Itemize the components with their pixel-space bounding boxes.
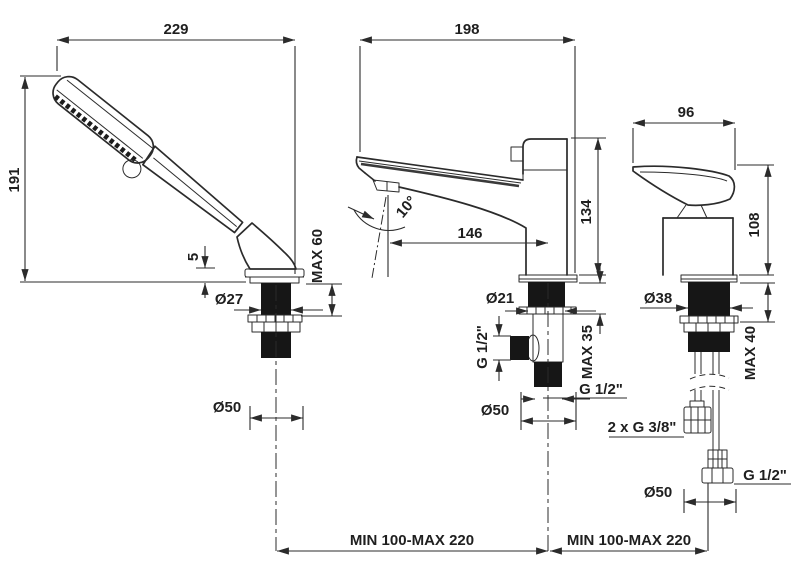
spout-tip — [355, 156, 366, 174]
handle-washer — [679, 315, 739, 324]
dim-label-108: 108 — [746, 212, 763, 237]
side-port — [510, 336, 529, 360]
dim-label-134: 134 — [578, 199, 595, 225]
dim-spacing-shower-spout: MIN 100-MAX 220 — [276, 532, 549, 555]
dim-stream-angle: 10° — [347, 193, 421, 279]
handle-deck-flange — [680, 274, 738, 283]
spout-body — [355, 138, 568, 276]
dim-label-max35: MAX 35 — [579, 325, 596, 379]
dim-label-d50-middle: Ø50 — [481, 402, 509, 419]
hose-break-symbol — [689, 373, 730, 380]
dim-label-5: 5 — [185, 253, 202, 261]
dim-label-max60: MAX 60 — [309, 229, 326, 283]
dim-side-port-thread: G 1/2" — [474, 316, 511, 381]
dim-label-198: 198 — [454, 21, 479, 38]
dim-outlet-reach: 146 — [387, 195, 549, 277]
hand-shower-view: 229 191 — [6, 21, 342, 551]
spout-blade-top — [356, 156, 524, 181]
handle-shank — [688, 332, 730, 352]
dim-label-min-max-2: MIN 100-MAX 220 — [567, 532, 691, 549]
dim-label-max40: MAX 40 — [742, 326, 759, 380]
dim-label-g12-side: G 1/2" — [474, 325, 491, 369]
dim-spout-width: 198 — [359, 21, 576, 273]
dim-shank-thread: G 1/2" — [520, 381, 627, 430]
spout-view: 198 — [347, 21, 627, 551]
dim-label-10deg: 10° — [393, 193, 421, 221]
dim-shaft-dia-38: Ø38 — [640, 290, 753, 312]
shower-head — [52, 75, 155, 164]
dim-label-2xg38: 2 x G 3/8" — [608, 419, 677, 436]
dim-hand-shower-height: 191 — [6, 75, 246, 283]
mixer-handle-body — [632, 165, 736, 276]
dim-handle-height: 108 — [737, 164, 774, 276]
dim-hand-shower-width: 229 — [56, 21, 296, 274]
lever-handle — [632, 165, 736, 207]
dim-rest-gap: 5 — [185, 246, 215, 298]
dim-hole-dia-50-right: Ø50 — [644, 484, 737, 513]
dim-deck-max-60: MAX 60 — [301, 229, 342, 317]
handset-holder-cone — [236, 222, 297, 270]
dim-label-d21: Ø21 — [486, 290, 514, 307]
hose-nut-3-8 — [683, 400, 712, 434]
spout-underside — [398, 186, 527, 276]
handle-threaded-shaft — [688, 282, 730, 316]
dim-shaft-dia-27: Ø27 — [215, 291, 323, 314]
water-stream-line — [371, 196, 387, 279]
spout-deck-flange — [518, 274, 578, 283]
dim-spout-height: 134 — [571, 137, 606, 276]
dim-hose-end-thread: G 1/2" — [734, 467, 791, 485]
supply-hoses — [683, 352, 734, 551]
dim-label-191: 191 — [6, 167, 23, 192]
dim-hose-threads: 2 x G 3/8" — [608, 419, 684, 438]
dim-shaft-dia-21: Ø21 — [486, 290, 596, 315]
spray-face — [53, 94, 138, 163]
dim-handle-width: 96 — [632, 104, 736, 170]
dim-label-g12-hose: G 1/2" — [743, 467, 787, 484]
dim-label-d50-left: Ø50 — [213, 399, 241, 416]
handle-mounting-nut — [683, 322, 735, 333]
spout-threaded-shaft — [528, 282, 565, 307]
dim-spacing-spout-handle: MIN 100-MAX 220 — [549, 532, 708, 555]
mounting-washer — [247, 314, 303, 323]
aerator — [372, 179, 400, 193]
dim-label-96: 96 — [678, 104, 695, 121]
dim-label-229: 229 — [163, 21, 188, 38]
dim-deck-max-35: MAX 35 — [577, 263, 606, 379]
dim-label-d27: Ø27 — [215, 291, 243, 308]
dim-label-d38: Ø38 — [644, 290, 672, 307]
dim-hole-dia-50-left: Ø50 — [213, 399, 304, 430]
spout-cap — [522, 138, 568, 175]
dim-label-d50-right: Ø50 — [644, 484, 672, 501]
dim-label-g12-shank: G 1/2" — [579, 381, 623, 398]
dim-deck-max-40: MAX 40 — [740, 282, 775, 380]
dim-label-146: 146 — [457, 225, 482, 242]
mixer-handle-view: 96 — [608, 104, 791, 551]
hand-shower-body — [52, 75, 244, 234]
shower-handle — [141, 145, 244, 234]
hang-loop — [122, 159, 142, 179]
diverter-button — [510, 146, 524, 162]
hose-nut-1-2 — [701, 449, 734, 484]
dim-label-min-max-1: MIN 100-MAX 220 — [350, 532, 474, 549]
dim-hole-dia-50-middle: Ø50 — [481, 402, 577, 425]
